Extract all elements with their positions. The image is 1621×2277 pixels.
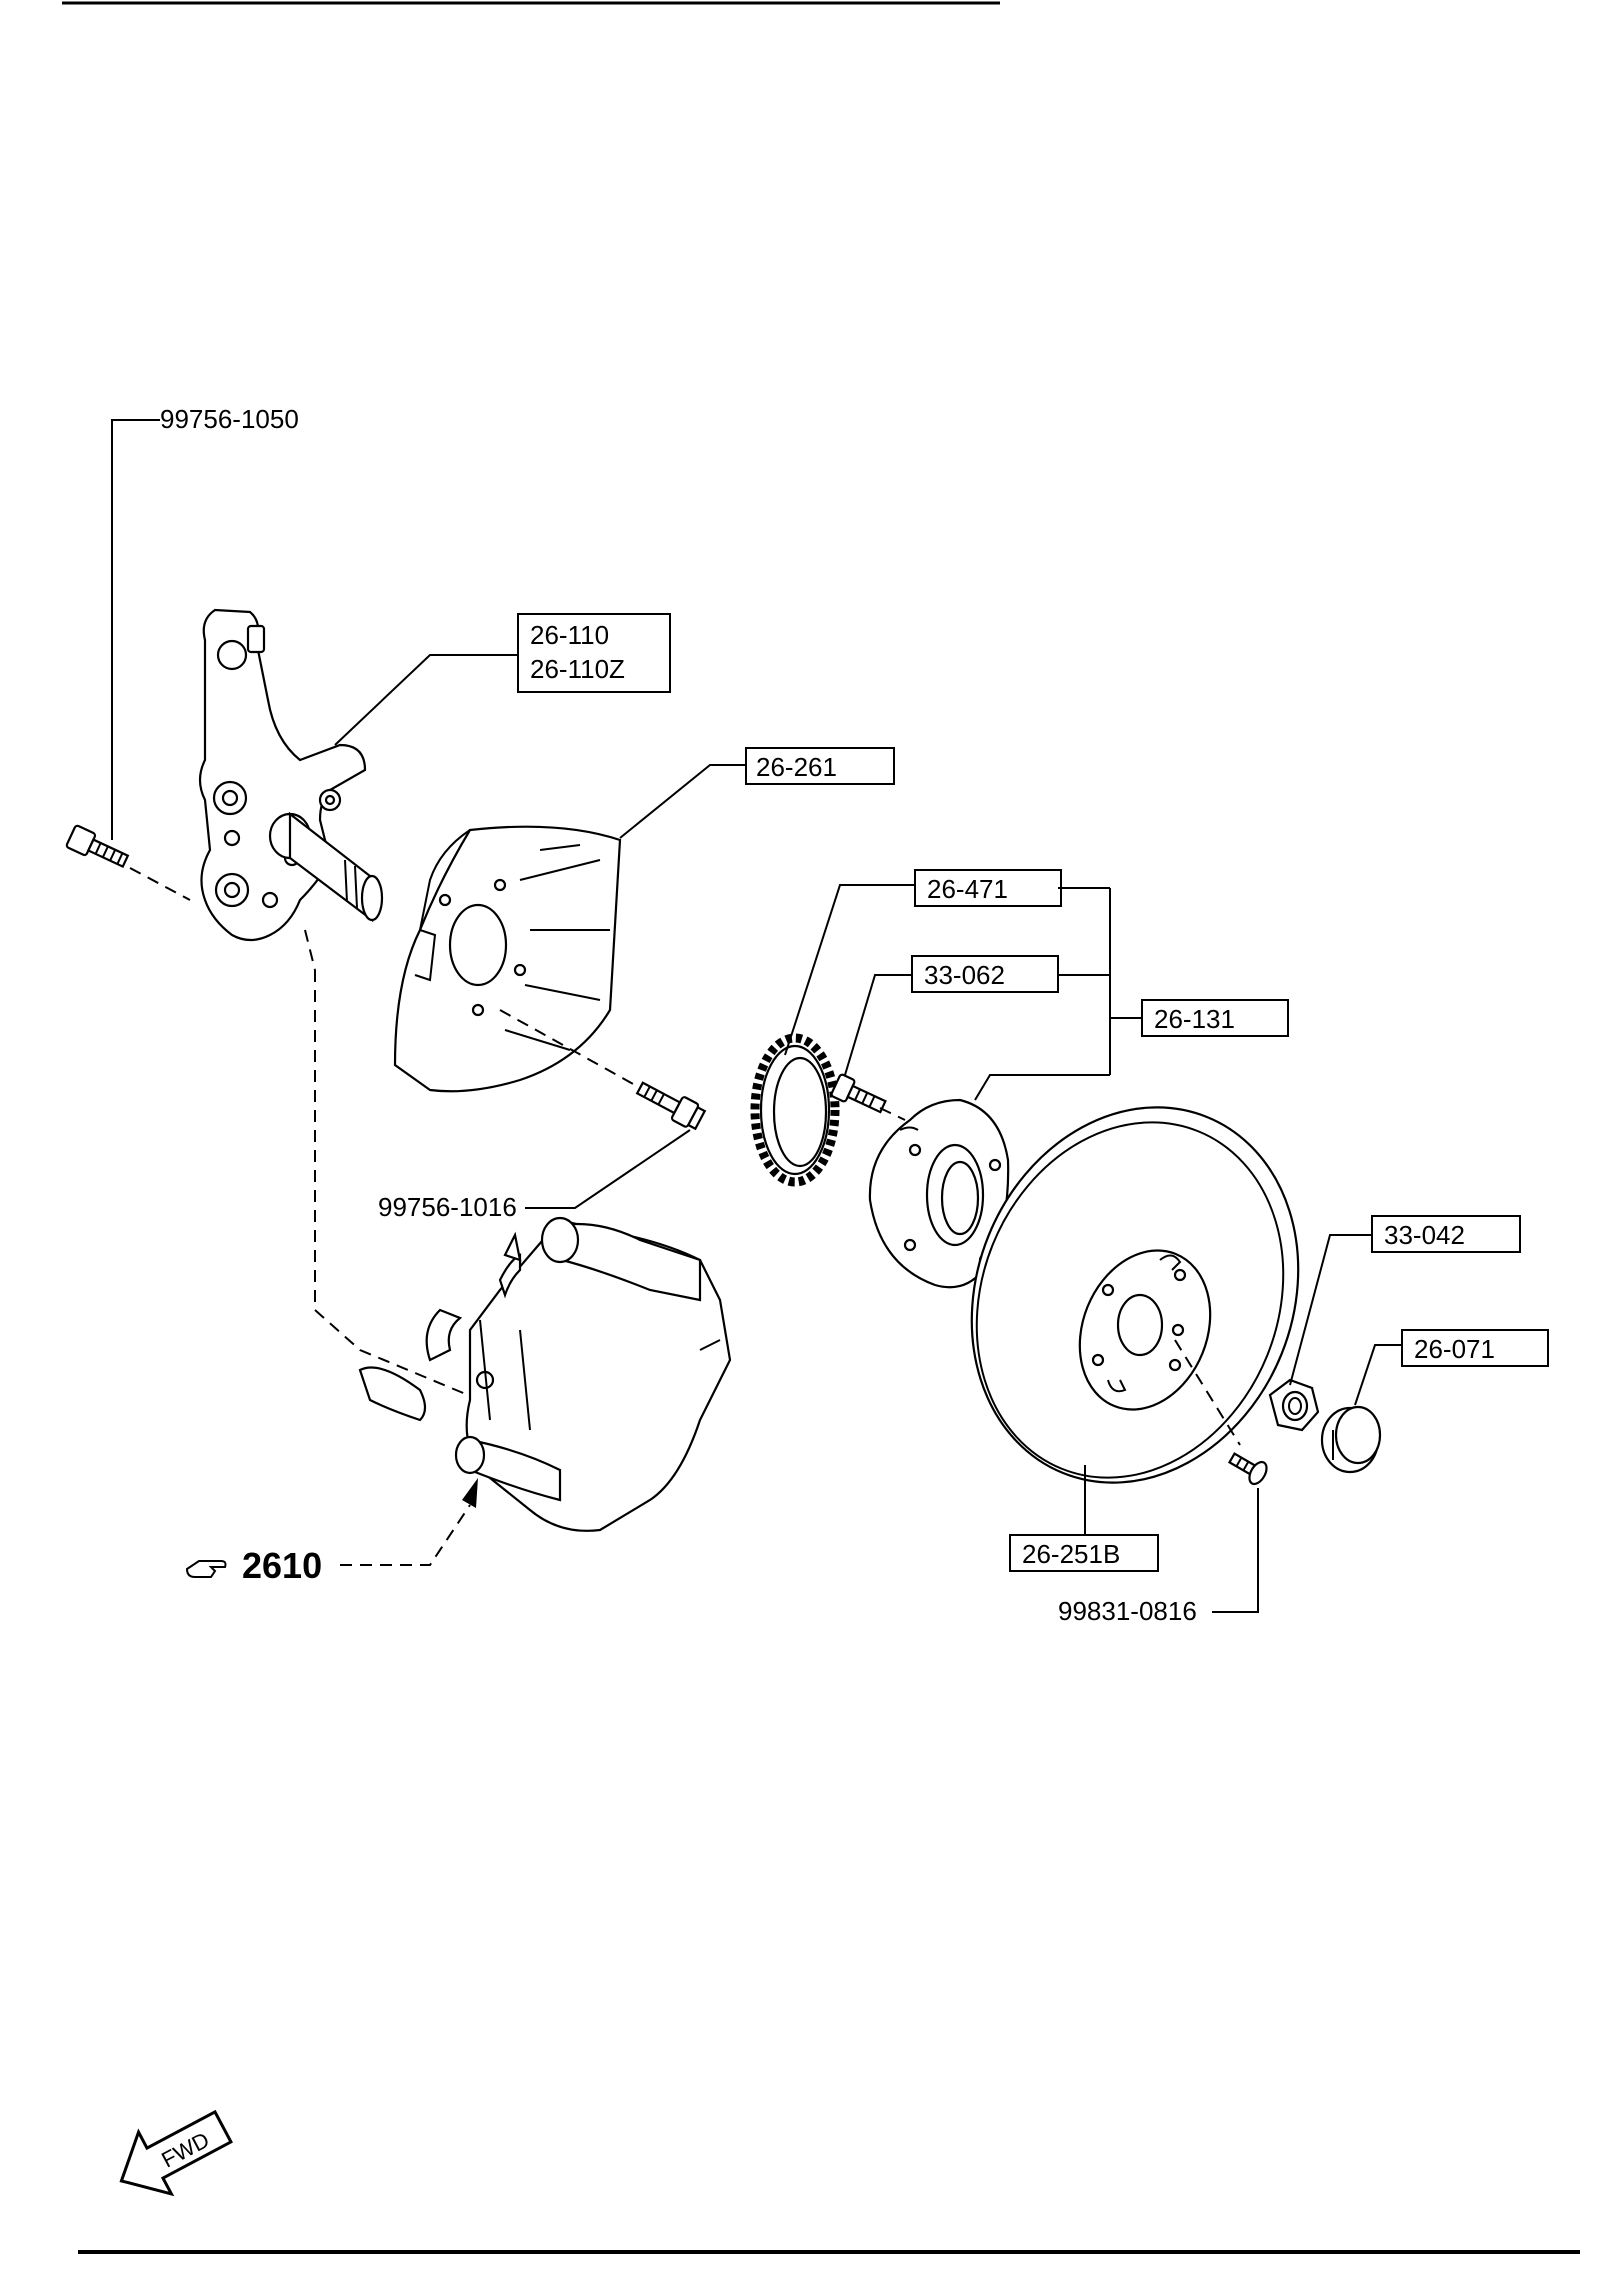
hub-bolt bbox=[830, 1073, 887, 1114]
callout-26-251B: 26-251B bbox=[1022, 1539, 1120, 1569]
callout-26-071: 26-071 bbox=[1414, 1334, 1495, 1364]
callout-box-26-110 bbox=[517, 613, 671, 693]
callout-33-062: 33-062 bbox=[924, 960, 1005, 990]
abs-sensor-ring bbox=[750, 1033, 840, 1187]
callout-box-26-131 bbox=[1141, 999, 1289, 1037]
brake-disc bbox=[970, 1106, 1300, 1484]
pointing-hand-icon bbox=[185, 1560, 227, 1578]
grease-cap bbox=[1320, 1405, 1382, 1474]
steering-knuckle bbox=[198, 608, 384, 942]
forward-arrow-icon: FWD bbox=[119, 2109, 233, 2197]
callout-box-26-251B bbox=[1009, 1534, 1159, 1572]
wheel-hub bbox=[868, 1098, 1010, 1289]
callout-99756-1016: 99756-1016 bbox=[378, 1192, 517, 1222]
knuckle-bolt bbox=[65, 419, 191, 901]
brake-caliper bbox=[358, 1216, 732, 1532]
callout-26-131: 26-131 bbox=[1154, 1004, 1235, 1034]
dust-cover-bolt bbox=[635, 1081, 707, 1131]
callout-box-33-042 bbox=[1371, 1215, 1521, 1253]
dust-cover bbox=[393, 825, 622, 1093]
callout-26-471: 26-471 bbox=[927, 874, 1008, 904]
callout-box-26-071 bbox=[1401, 1329, 1549, 1367]
disc-screw bbox=[1227, 1452, 1268, 1486]
callout-box-26-471 bbox=[914, 869, 1062, 907]
callout-26-261: 26-261 bbox=[756, 752, 837, 782]
callout-26-110: 26-110 bbox=[530, 620, 609, 650]
hub-nut bbox=[1268, 1378, 1320, 1432]
callout-99831-0816: 99831-0816 bbox=[1058, 1596, 1197, 1626]
callout-33-042: 33-042 bbox=[1384, 1220, 1465, 1250]
callout-box-26-261 bbox=[745, 747, 895, 785]
reference-2610[interactable]: 2610 bbox=[242, 1545, 322, 1586]
callout-26-110Z: 26-110Z bbox=[530, 654, 625, 684]
callout-99756-1050: 99756-1050 bbox=[160, 404, 299, 434]
